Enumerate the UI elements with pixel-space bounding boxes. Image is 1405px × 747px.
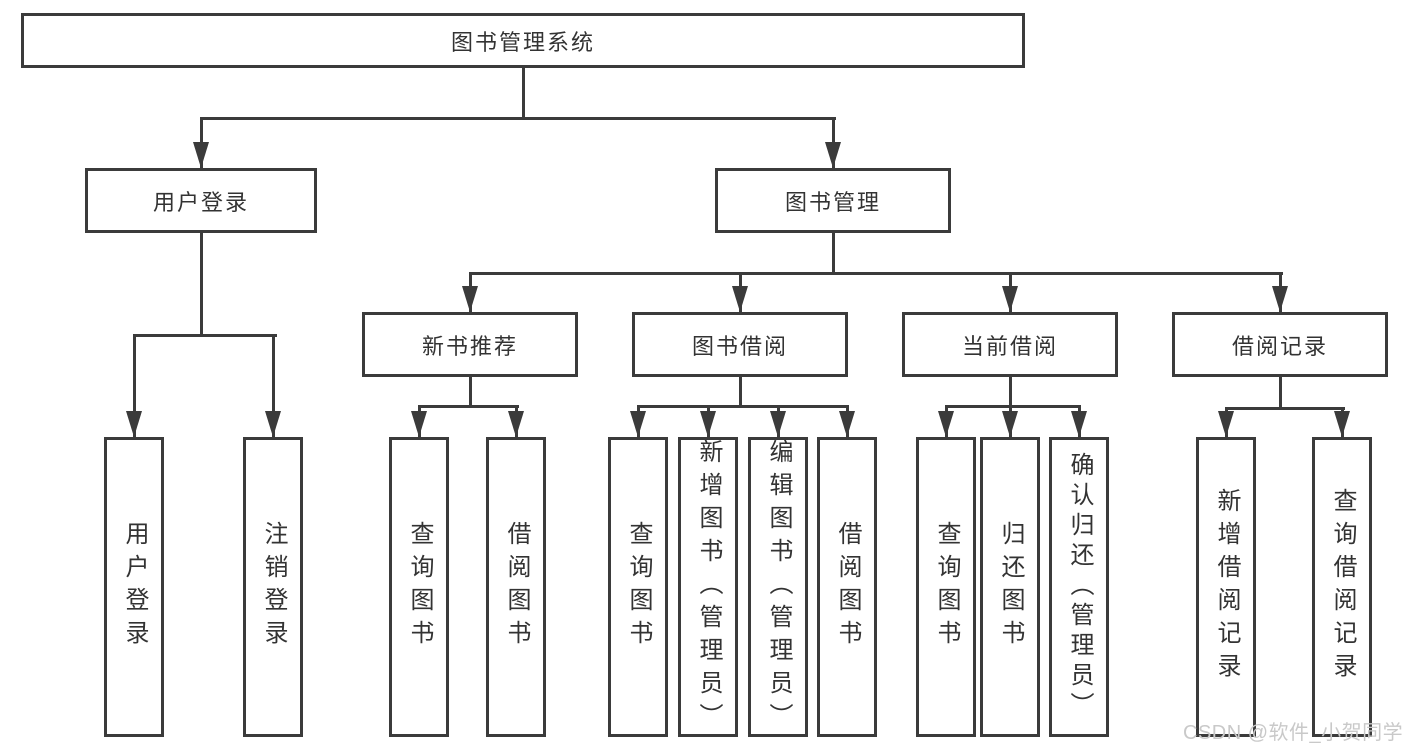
node-current-borrowing: 当前借阅 (902, 312, 1118, 377)
connector-user-login-rail (132, 333, 277, 337)
leaf-borrow-books-borrowing: 借阅图书 (817, 437, 877, 737)
node-book-management: 图书管理 (715, 168, 951, 233)
arrow-down-icon (1272, 286, 1288, 312)
arrow-down-icon (839, 411, 855, 437)
arrow-down-icon (1334, 411, 1350, 437)
arrow-down-icon (1002, 286, 1018, 312)
connector-stub (132, 333, 136, 437)
arrow-down-icon (732, 286, 748, 312)
connector-current-rail (944, 404, 1081, 408)
arrow-down-icon (770, 411, 786, 437)
leaf-return-books: 归还图书 (980, 437, 1040, 737)
arrow-down-icon (193, 142, 209, 168)
connector-stub (271, 333, 275, 437)
node-label: 查询图书 (933, 521, 960, 653)
arrow-down-icon (630, 411, 646, 437)
connector-recommend-stem (468, 377, 472, 408)
arrow-down-icon (411, 411, 427, 437)
arrow-down-icon (1218, 411, 1234, 437)
node-label: 借阅记录 (1231, 333, 1328, 359)
connector-records-stem (1278, 377, 1282, 410)
leaf-query-books-current: 查询图书 (916, 437, 976, 737)
connector-current-stem (1008, 377, 1012, 408)
node-label: 用户登录 (121, 521, 148, 653)
leaf-edit-book-admin: 编辑图书（管理员） (748, 437, 808, 737)
node-borrowing-records: 借阅记录 (1172, 312, 1388, 377)
connector-root-stem (521, 68, 525, 120)
leaf-query-borrow-record: 查询借阅记录 (1312, 437, 1372, 737)
node-new-book-recommendation: 新书推荐 (362, 312, 578, 377)
node-user-login: 用户登录 (85, 168, 317, 233)
connector-borrowing-stem (738, 377, 742, 408)
connector-recommend-rail (417, 404, 519, 408)
connector-records-rail (1224, 406, 1345, 410)
node-label: 查询图书 (625, 521, 652, 653)
node-label: 借阅图书 (834, 521, 861, 653)
arrow-down-icon (265, 411, 281, 437)
node-label: 借阅图书 (503, 521, 530, 653)
node-label: 用户登录 (152, 189, 249, 215)
arrow-down-icon (825, 142, 841, 168)
node-label: 图书管理 (784, 189, 881, 215)
arrow-down-icon (508, 411, 524, 437)
node-label: 新书推荐 (421, 333, 518, 359)
node-label: 编辑图书（管理员） (765, 438, 792, 736)
leaf-user-login: 用户登录 (104, 437, 164, 737)
node-label: 图书管理系统 (450, 29, 595, 55)
node-label: 新增借阅记录 (1213, 488, 1240, 686)
node-label: 图书借阅 (691, 333, 788, 359)
node-label: 新增图书（管理员） (695, 438, 722, 736)
node-label: 确认归还（管理员） (1066, 452, 1093, 722)
csdn-watermark: CSDN @软件_小贺同学 (1183, 722, 1404, 744)
arrow-down-icon (462, 286, 478, 312)
connector-root-rail (199, 116, 836, 120)
arrow-down-icon (700, 411, 716, 437)
leaf-borrow-books-recommend: 借阅图书 (486, 437, 546, 737)
leaf-add-book-admin: 新增图书（管理员） (678, 437, 738, 737)
connector-book-mgmt-rail (468, 271, 1283, 275)
arrow-down-icon (1071, 411, 1087, 437)
connector-book-mgmt-stem (831, 233, 835, 275)
arrow-down-icon (1002, 411, 1018, 437)
node-library-management-system: 图书管理系统 (21, 13, 1025, 68)
arrow-down-icon (938, 411, 954, 437)
node-label: 查询借阅记录 (1329, 488, 1356, 686)
node-label: 当前借阅 (961, 333, 1058, 359)
node-label: 查询图书 (406, 521, 433, 653)
node-label: 注销登录 (260, 521, 287, 653)
arrow-down-icon (126, 411, 142, 437)
leaf-confirm-return-admin: 确认归还（管理员） (1049, 437, 1109, 737)
leaf-add-borrow-record: 新增借阅记录 (1196, 437, 1256, 737)
node-book-borrowing: 图书借阅 (632, 312, 848, 377)
leaf-query-books-borrowing: 查询图书 (608, 437, 668, 737)
node-label: 归还图书 (997, 521, 1024, 653)
connector-user-login-stem (199, 233, 203, 337)
leaf-logout: 注销登录 (243, 437, 303, 737)
connector-borrowing-rail (636, 404, 849, 408)
leaf-query-books-recommend: 查询图书 (389, 437, 449, 737)
